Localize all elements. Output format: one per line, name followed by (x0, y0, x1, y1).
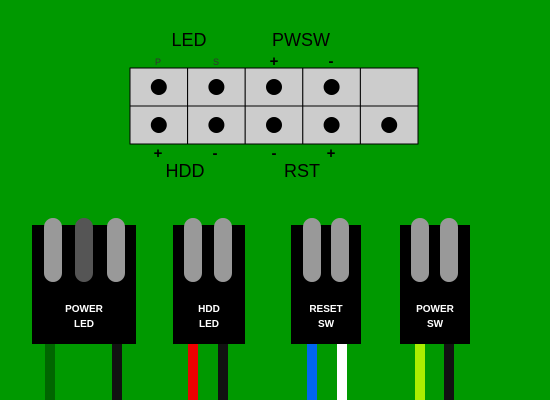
connector-body (291, 225, 361, 344)
connector-slot (44, 218, 62, 282)
header-label-hdd: HDD (166, 161, 205, 181)
connector-slot (214, 218, 232, 282)
connector-slot (331, 218, 349, 282)
connector-label-reset-sw-line2: SW (318, 319, 335, 330)
connector-slot (411, 218, 429, 282)
connector-slot (303, 218, 321, 282)
connector-wire (444, 340, 454, 400)
connector-wire (188, 340, 198, 400)
connector-wire (218, 340, 228, 400)
header-label-pwsw: PWSW (272, 30, 330, 50)
cable-connectors (32, 218, 470, 400)
connector-wire (307, 340, 317, 400)
connector-slot (184, 218, 202, 282)
header-pin (150, 117, 167, 133)
header-cell (359, 67, 419, 107)
header-pin (266, 79, 282, 95)
connector-label-power-sw-line1: POWER (416, 304, 455, 315)
pin-mark-plus-rst: + (327, 145, 336, 162)
header-label-led: LED (171, 30, 206, 50)
pin-mark-p: P (155, 57, 161, 67)
header-pin (323, 117, 340, 133)
header-pin (150, 79, 167, 95)
pin-mark-minus-pwsw: - (329, 53, 334, 70)
connector-wire (415, 340, 425, 400)
connector-slot (440, 218, 458, 282)
connector-slot (75, 218, 93, 282)
header-pin-block (129, 67, 419, 145)
pin-mark-plus-hdd: + (154, 145, 163, 162)
pin-mark-minus-hdd: - (213, 145, 218, 162)
header-pin (381, 117, 398, 133)
header-pin (208, 117, 225, 133)
connector-slot (107, 218, 125, 282)
connector-label-reset-sw-line1: RESET (309, 304, 342, 315)
connector-label-hdd-led-line2: LED (199, 319, 219, 330)
header-label-rst: RST (284, 161, 320, 181)
pin-mark-minus-rst: - (272, 145, 277, 162)
header-pin (323, 79, 340, 95)
connector-wire (45, 340, 55, 400)
connector-label-power-sw-line2: SW (427, 319, 444, 330)
pin-mark-plus-pwsw: + (270, 53, 279, 70)
header-pin (208, 79, 225, 95)
header-pin (266, 117, 282, 133)
connector-label-hdd-led-line1: HDD (198, 304, 220, 315)
connector-wire (112, 340, 122, 400)
connector-label-power-led-line2: LED (74, 319, 94, 330)
header-cell (302, 105, 361, 145)
pin-mark-s: S (213, 57, 219, 67)
connector-label-power-led-line1: POWER (65, 304, 104, 315)
connector-wire (337, 340, 347, 400)
